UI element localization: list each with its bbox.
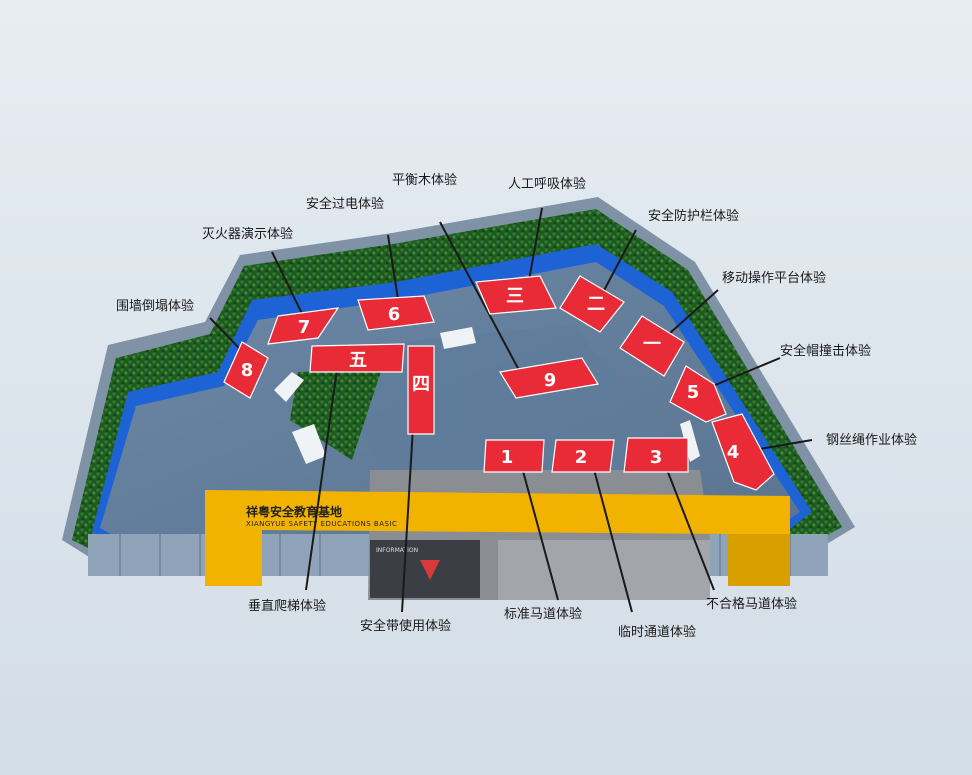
garden-hedge — [290, 368, 382, 460]
callout-balance-beam: 平衡木体验 — [392, 172, 457, 188]
bench-block — [274, 372, 304, 402]
station-pad-4[interactable] — [711, 413, 775, 491]
yellow-gate-frame — [205, 490, 790, 586]
bench-block — [680, 420, 700, 462]
callout-unqualified-walkway: 不合格马道体验 — [706, 596, 797, 612]
yellow-gate-shade — [728, 534, 790, 586]
callout-leaders — [209, 207, 813, 613]
callout-standard-walkway: 标准马道体验 — [504, 606, 582, 622]
station-pad-4cn[interactable] — [407, 345, 435, 435]
entrance-building-front — [498, 540, 710, 600]
station-pad-9[interactable] — [499, 357, 599, 399]
station-numbers: 8 7 6 三 二 一 五 四 9 5 4 1 2 3 — [241, 286, 740, 468]
station-number: 5 — [687, 382, 700, 403]
station-pad-1cn[interactable] — [619, 315, 685, 377]
station-number: 6 — [388, 304, 401, 325]
station-number: 2 — [575, 447, 588, 468]
station-number: 一 — [643, 334, 661, 355]
station-number: 8 — [241, 360, 254, 381]
station-number: 三 — [506, 286, 524, 307]
station-pad-6[interactable] — [357, 295, 435, 331]
sign-title: 祥粤安全教育基地 — [246, 504, 342, 519]
callout-safety-belt: 安全带使用体验 — [360, 618, 451, 634]
station-pad-2cn[interactable] — [559, 275, 625, 333]
station-pad-1[interactable] — [483, 439, 545, 473]
station-pad-3[interactable] — [623, 437, 689, 473]
callout-guardrail: 安全防护栏体验 — [648, 208, 739, 224]
station-number: 四 — [412, 374, 430, 395]
callout-labels: 平衡木体验 人工呼吸体验 安全过电体验 灭火器演示体验 安全防护栏体验 移动操作… — [116, 172, 917, 640]
station-number: 3 — [650, 447, 663, 468]
info-panel-red-mark — [420, 560, 440, 580]
info-panel-text: INFORMATION — [376, 547, 418, 554]
callout-temporary-passage: 临时通道体验 — [618, 624, 696, 640]
callout-wire-rope: 钢丝绳作业体验 — [826, 432, 917, 448]
callout-electric-shock: 安全过电体验 — [306, 196, 384, 212]
station-pad-3cn[interactable] — [475, 275, 557, 315]
bench-block — [440, 327, 476, 349]
station-number: 4 — [727, 442, 740, 463]
callout-vertical-ladder: 垂直爬梯体验 — [248, 598, 326, 614]
callout-breathing: 人工呼吸体验 — [508, 176, 586, 192]
station-number: 9 — [544, 370, 557, 391]
station-pad-2[interactable] — [551, 439, 615, 473]
station-number: 7 — [298, 317, 311, 338]
bench-block — [292, 424, 326, 464]
station-pad-8[interactable] — [223, 341, 269, 399]
station-number: 1 — [501, 447, 514, 468]
callout-wall-collapse: 围墙倒塌体验 — [116, 298, 194, 314]
callout-helmet-impact: 安全帽撞击体验 — [780, 343, 871, 359]
callout-fire-extinguisher: 灭火器演示体验 — [202, 226, 293, 242]
station-pads — [223, 275, 775, 491]
station-pad-7[interactable] — [267, 307, 340, 345]
station-number: 二 — [587, 294, 605, 315]
station-pad-5[interactable] — [669, 365, 727, 423]
callout-mobile-platform: 移动操作平台体验 — [722, 270, 826, 286]
sign-subtitle: XIANGYUE SAFETY EDUCATIONS BASIC — [246, 520, 397, 528]
station-pad-5cn[interactable] — [309, 343, 405, 373]
station-number: 五 — [349, 350, 367, 371]
